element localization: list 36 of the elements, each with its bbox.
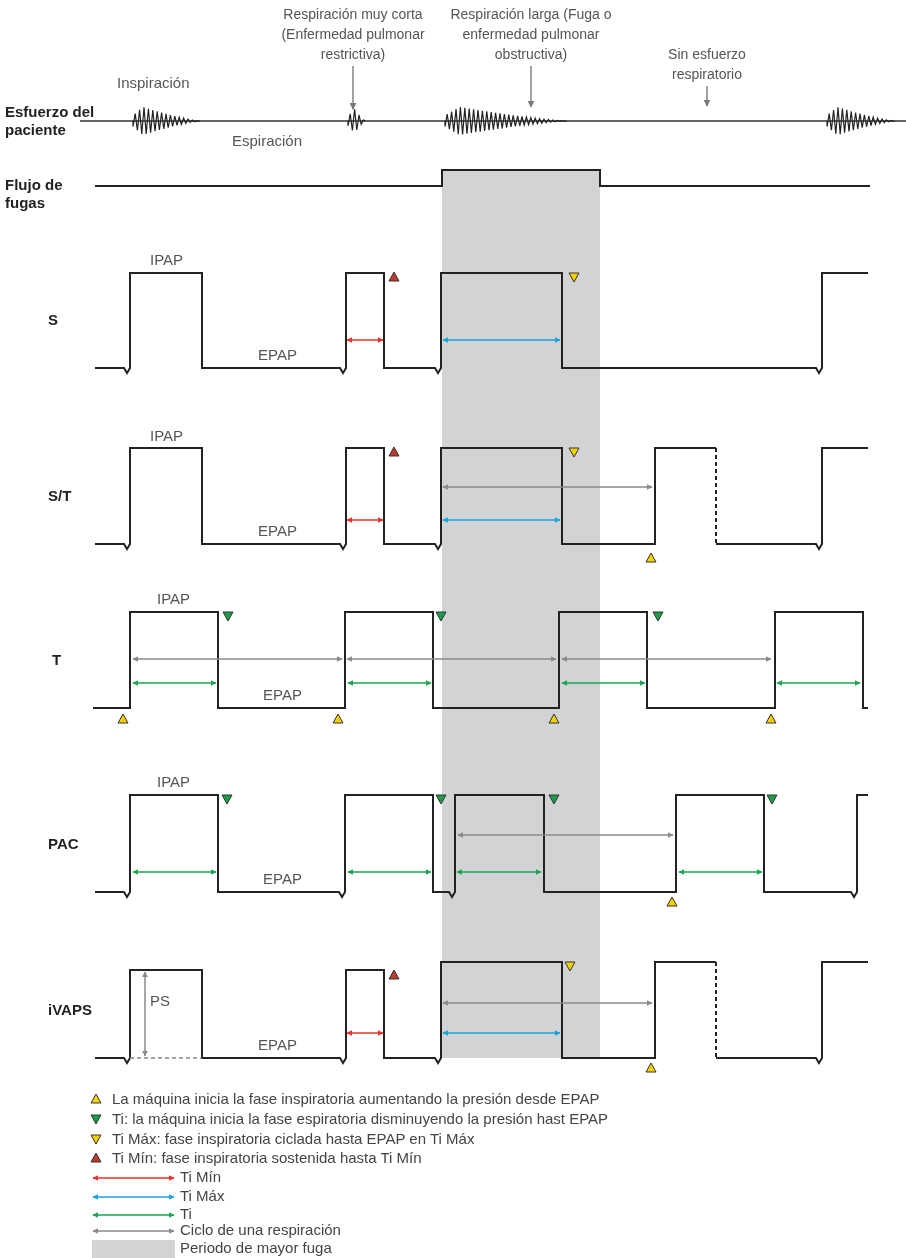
pressure-label: IPAP xyxy=(157,773,191,791)
legend-text: Ti: la máquina inicia la fase espiratoria disminuyendo la presión hast EPAP xyxy=(112,1110,609,1128)
pointer-arrow xyxy=(527,65,535,108)
legend-text: Ti Máx: fase inspiratoria ciclada hasta EPAP en Ti Máx xyxy=(112,1130,475,1148)
pointer-arrow xyxy=(349,65,357,110)
mode-label: PAC xyxy=(48,835,80,853)
pressure-label: EPAP xyxy=(258,522,297,540)
mode-label: T xyxy=(52,651,63,669)
pressure-label: PS xyxy=(150,992,170,1010)
row-label: Flujo de fugas xyxy=(5,176,64,212)
row-label: Esfuerzo del paciente xyxy=(5,103,95,139)
pressure-label: EPAP xyxy=(263,870,302,888)
callout-text: Respiración larga (Fuga o enfermedad pulmonar obstructiva) xyxy=(446,4,616,64)
legend-text: Ti Mín: fase inspiratoria sostenida hasta Ti Mín xyxy=(112,1149,422,1167)
pressure-label: IPAP xyxy=(150,251,184,269)
phase-label: Inspiración xyxy=(117,74,190,92)
pointer-arrow xyxy=(703,85,711,107)
legend-text: Periodo de mayor fuga xyxy=(180,1239,332,1257)
legend-text: Ti Máx xyxy=(180,1187,225,1205)
pressure-label: EPAP xyxy=(258,1036,297,1054)
pressure-label: IPAP xyxy=(150,427,184,445)
legend-text: Ciclo de una respiración xyxy=(180,1221,341,1239)
pressure-label: EPAP xyxy=(258,346,297,364)
effort-burst xyxy=(347,108,366,132)
pressure-label: IPAP xyxy=(157,590,191,608)
callout-text: Sin esfuerzo respiratorio xyxy=(640,44,774,84)
mode-label: S/T xyxy=(48,487,73,505)
legend-text: La máquina inicia la fase inspiratoria aumentando la presión desde EPAP xyxy=(112,1090,600,1108)
mode-label: S xyxy=(48,311,59,329)
callout-text: Respiración muy corta (Enfermedad pulmonar restrictiva) xyxy=(268,4,438,64)
legend-text: Ti Mín xyxy=(180,1168,222,1186)
effort-burst xyxy=(444,106,568,136)
pressure-label: EPAP xyxy=(263,686,302,704)
mode-label: iVAPS xyxy=(48,1001,93,1019)
phase-label: Espiración xyxy=(232,132,303,150)
legend-text: Ti xyxy=(180,1205,192,1223)
